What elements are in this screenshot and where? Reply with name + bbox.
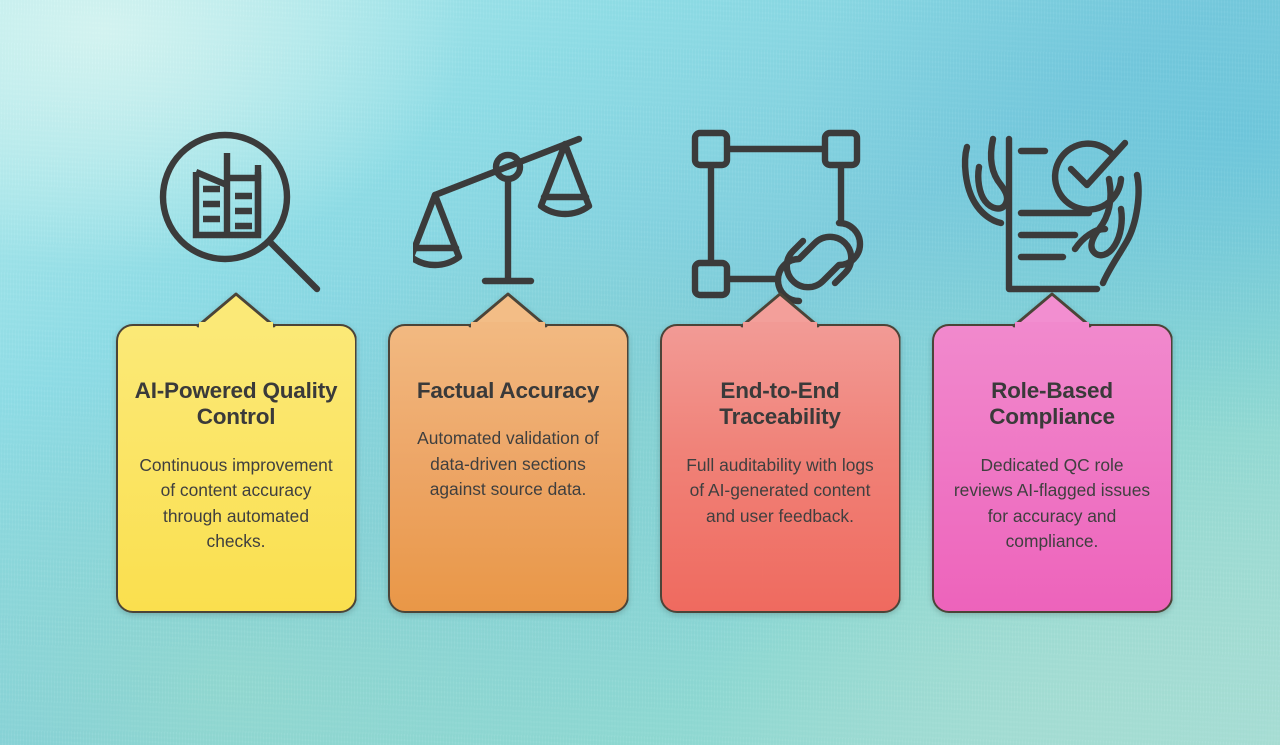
card-body: Dedicated QC role reviews AI-flagged iss…	[953, 454, 1151, 552]
feature-card-4[interactable]: Role-Based Compliance Dedicated QC role …	[931, 292, 1173, 613]
card-notch-4	[1012, 292, 1092, 328]
card-body: Full auditability with logs of AI-genera…	[686, 454, 874, 526]
feature-column-3: End-to-End Traceability Full auditabilit…	[659, 112, 901, 613]
card-title: AI-Powered Quality Control	[134, 378, 338, 430]
card-notch-1	[196, 292, 276, 328]
card-title: Role-Based Compliance	[989, 378, 1115, 430]
card-body: Continuous improvement of content accura…	[139, 454, 333, 552]
card-title: End-to-End Traceability	[719, 378, 841, 430]
card-notch-3	[740, 292, 820, 328]
feature-card-3[interactable]: End-to-End Traceability Full auditabilit…	[659, 292, 901, 613]
card-title: Factual Accuracy	[416, 378, 600, 403]
feature-card-2[interactable]: Factual Accuracy Automated validation of…	[387, 292, 629, 613]
card-notch-2	[468, 292, 548, 328]
magnifying-glass-document-icon	[136, 112, 336, 312]
feature-column-2: Factual Accuracy Automated validation of…	[387, 112, 629, 613]
feature-card-1[interactable]: AI-Powered Quality Control Continuous im…	[115, 292, 357, 613]
balance-scale-icon	[408, 112, 608, 312]
feature-column-1: AI-Powered Quality Control Continuous im…	[115, 112, 357, 613]
node-graph-chain-link-icon	[680, 112, 880, 312]
card-body: Automated validation of data-driven sect…	[417, 428, 599, 500]
hands-document-checkmark-icon	[952, 112, 1152, 312]
feature-column-4: Role-Based Compliance Dedicated QC role …	[931, 112, 1173, 613]
